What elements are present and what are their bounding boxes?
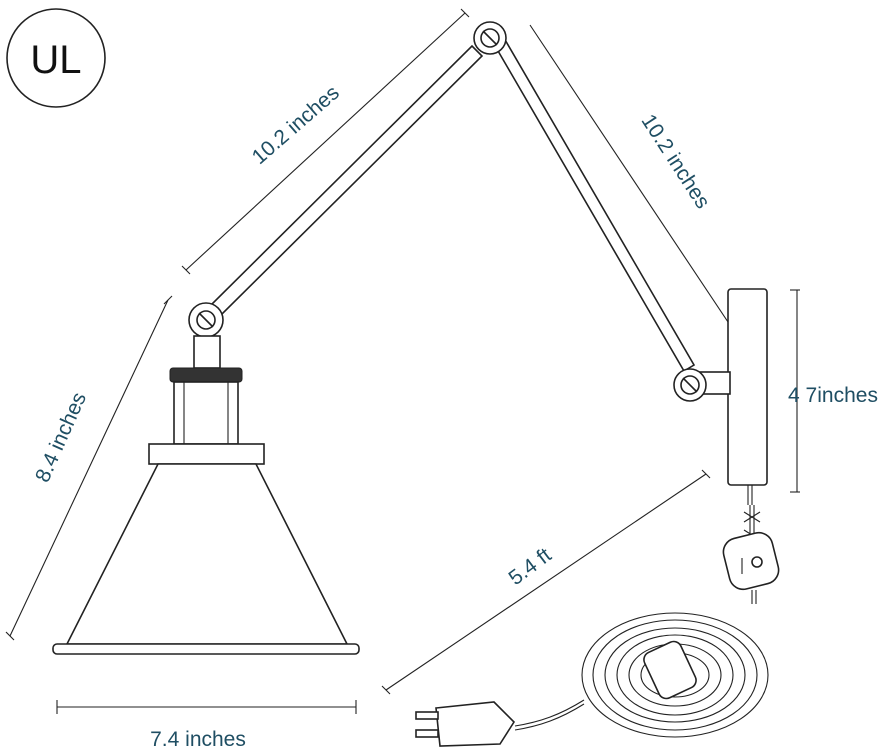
swing-arm bbox=[188, 21, 731, 402]
ul-badge-text: UL bbox=[30, 38, 81, 82]
ul-certification-badge: UL bbox=[6, 8, 106, 108]
backplate-height-label: 4 7inches bbox=[788, 384, 878, 407]
shade-height-label: 8.4 inches bbox=[31, 389, 91, 486]
shade-width-label: 7.4 inches bbox=[150, 728, 246, 751]
power-plug bbox=[435, 701, 516, 747]
cord-length-label: 5.4 ft bbox=[505, 543, 556, 590]
lamp-shade bbox=[52, 335, 360, 655]
dimension-lines bbox=[5, 8, 800, 714]
inline-switch bbox=[722, 531, 780, 591]
power-cord bbox=[415, 505, 780, 747]
lower-arm-length-label: 10.2 inches bbox=[637, 110, 715, 213]
upper-arm-length-label: 10.2 inches bbox=[248, 81, 344, 169]
wall-backplate bbox=[727, 288, 768, 505]
